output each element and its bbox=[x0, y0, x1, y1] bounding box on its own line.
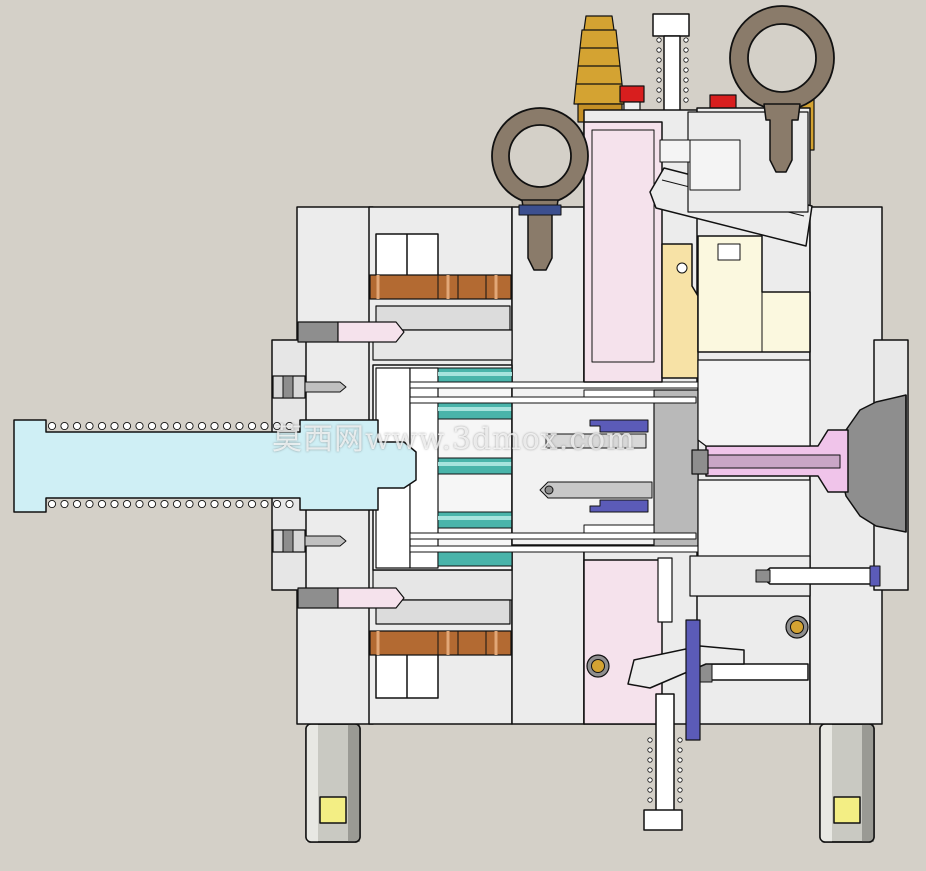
core-rod bbox=[691, 449, 709, 475]
spring-coil bbox=[97, 499, 107, 509]
spring-coil bbox=[185, 499, 194, 509]
ejector-sleeve-lines bbox=[409, 381, 699, 553]
core-insert-blue bbox=[539, 419, 653, 513]
spring-coil bbox=[272, 421, 282, 431]
spring-coil bbox=[97, 421, 107, 431]
lower-bolt bbox=[697, 661, 809, 683]
support-leg-right bbox=[819, 723, 875, 843]
spring-coil bbox=[147, 421, 157, 431]
ejector-rod bbox=[13, 419, 417, 513]
copper-bushing-bottom bbox=[369, 630, 512, 656]
spring-coil bbox=[47, 421, 57, 431]
core-plate bbox=[511, 384, 699, 549]
eye-bolt-left bbox=[491, 107, 589, 271]
return-pin-top bbox=[297, 321, 405, 343]
slide-block-yellow bbox=[661, 243, 699, 379]
screw-bottom bbox=[272, 529, 347, 553]
spring-coil bbox=[285, 499, 294, 509]
spring-coil bbox=[172, 421, 182, 431]
cooling-channels bbox=[437, 367, 513, 567]
spring-coil bbox=[247, 499, 257, 509]
spring-coil bbox=[260, 499, 269, 509]
support-leg-left bbox=[305, 723, 361, 843]
spring-coil bbox=[122, 499, 132, 509]
spring-coil bbox=[135, 421, 144, 431]
spring-coil bbox=[260, 421, 269, 431]
angle-pin-bottom bbox=[627, 619, 745, 741]
spring-coil bbox=[235, 421, 244, 431]
locating-ring bbox=[837, 339, 909, 591]
spring-coil bbox=[135, 499, 144, 509]
spring-coil bbox=[85, 499, 94, 509]
spring-coil bbox=[147, 499, 157, 509]
spring-coil bbox=[72, 421, 82, 431]
eye-bolt-right bbox=[729, 5, 835, 173]
spring-coil bbox=[247, 421, 257, 431]
spring-coil bbox=[47, 499, 57, 509]
spring-coil bbox=[222, 421, 232, 431]
spring-coil bbox=[85, 421, 94, 431]
guide-bushing-holes bbox=[586, 615, 809, 678]
side-bolt bbox=[755, 565, 881, 587]
spring-coil bbox=[272, 499, 282, 509]
spring-coil bbox=[185, 421, 194, 431]
copper-bushing-top bbox=[369, 274, 512, 300]
cooling-nozzle-fitting bbox=[573, 15, 625, 123]
slide-block-cream bbox=[697, 235, 811, 353]
spring-coil bbox=[172, 499, 182, 509]
spring-coil bbox=[197, 499, 207, 509]
ejector-spring bbox=[47, 421, 294, 509]
screw-top bbox=[272, 375, 347, 399]
return-pin-bottom bbox=[297, 587, 405, 609]
sprue-bushing bbox=[705, 429, 849, 493]
spring-coil bbox=[197, 421, 207, 431]
spring-coil bbox=[210, 499, 219, 509]
spring-coil bbox=[210, 421, 219, 431]
spring-coil bbox=[110, 499, 119, 509]
spring-coil bbox=[160, 499, 169, 509]
spring-coil bbox=[122, 421, 132, 431]
spring-coil bbox=[60, 421, 69, 431]
spring-coil bbox=[60, 499, 69, 509]
spring-coil bbox=[285, 421, 294, 431]
spring-coil bbox=[222, 499, 232, 509]
spring-coil bbox=[72, 499, 82, 509]
spring-coil bbox=[110, 421, 119, 431]
spring-coil bbox=[160, 421, 169, 431]
spring-coil bbox=[235, 499, 244, 509]
lift-pin-bottom bbox=[643, 557, 683, 831]
